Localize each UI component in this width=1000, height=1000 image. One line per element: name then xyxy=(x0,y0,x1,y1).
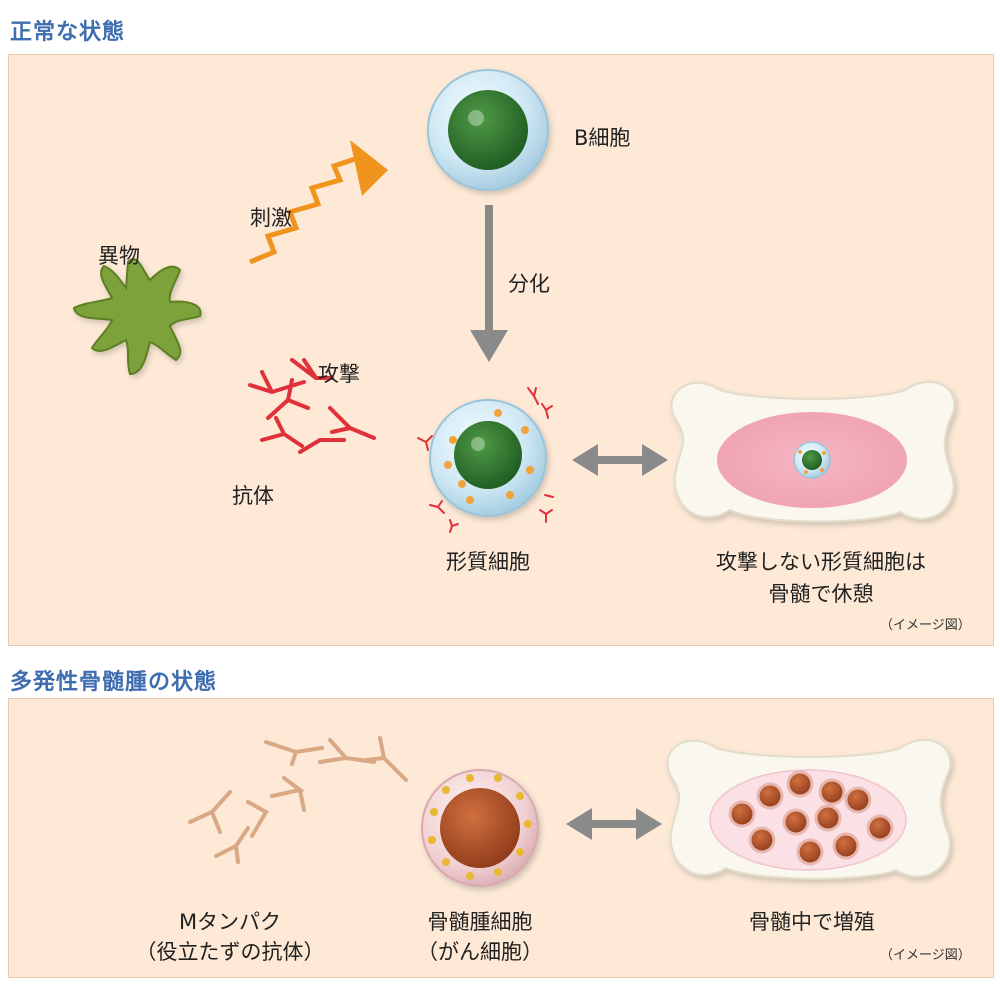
label-myeloma-cell-line2: （がん細胞） xyxy=(417,940,543,964)
m-protein-antibodies xyxy=(188,736,408,864)
differentiation-arrow xyxy=(470,205,508,362)
bone-normal xyxy=(670,380,956,523)
double-arrow-normal xyxy=(572,444,668,476)
section-heading-myeloma: 多発性骨髄腫の状態 xyxy=(10,670,218,695)
b-cell xyxy=(427,69,549,191)
foreign-body xyxy=(72,258,202,376)
label-foreign-body: 異物 xyxy=(98,244,140,268)
label-m-protein-line2: （役立たずの抗体） xyxy=(135,940,325,964)
label-stimulus: 刺激 xyxy=(250,206,292,230)
label-myeloma-cell-line1: 骨髄腫細胞 xyxy=(427,910,533,934)
label-plasma-cell: 形質細胞 xyxy=(446,550,530,574)
label-differentiation: 分化 xyxy=(508,272,550,296)
label-antibody: 抗体 xyxy=(232,484,274,508)
myeloma-cluster xyxy=(728,770,894,866)
label-m-protein-line1: Mタンパク xyxy=(178,910,282,934)
label-image-note-myeloma: （イメージ図） xyxy=(880,948,971,963)
label-resting-line2: 骨髄で休憩 xyxy=(768,582,874,606)
label-image-note-normal: （イメージ図） xyxy=(880,618,971,633)
label-attack: 攻撃 xyxy=(318,362,360,386)
plasma-cell xyxy=(417,387,554,533)
label-resting-line1: 攻撃しない形質細胞は xyxy=(716,550,926,574)
label-proliferate: 骨髄中で増殖 xyxy=(749,910,875,934)
myeloma-cell xyxy=(421,769,539,887)
label-b-cell: B細胞 xyxy=(574,126,631,150)
double-arrow-myeloma xyxy=(566,808,662,840)
bone-myeloma xyxy=(666,738,952,880)
stimulus-arrow xyxy=(249,140,388,265)
section-heading-normal: 正常な状態 xyxy=(10,20,126,45)
antibodies-red xyxy=(248,358,376,454)
